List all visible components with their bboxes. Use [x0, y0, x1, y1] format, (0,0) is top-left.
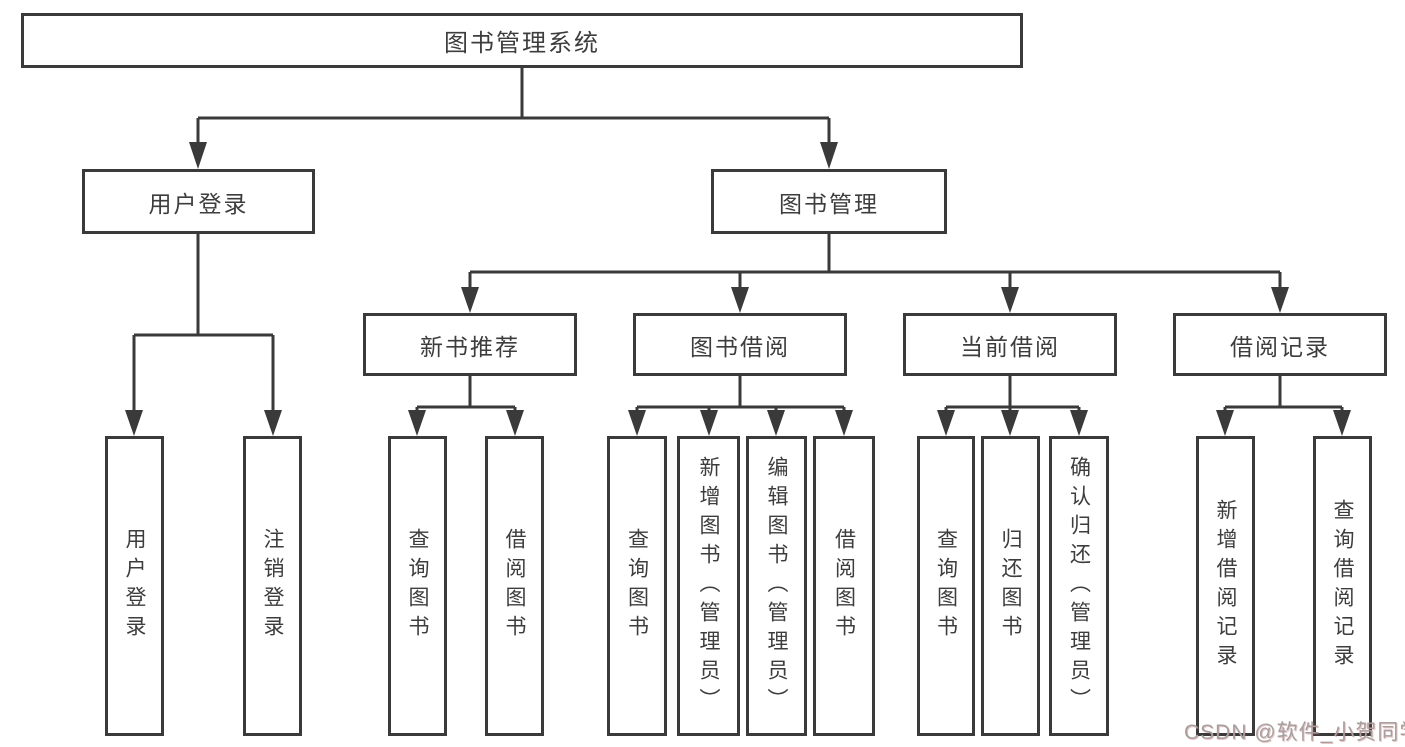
leaf-user-login: 用户登录 [105, 436, 164, 736]
node-new-book-recommend-label: 新书推荐 [420, 333, 520, 360]
node-borrow-records: 借阅记录 [1173, 313, 1387, 376]
node-borrow-records-label: 借阅记录 [1230, 333, 1330, 360]
leaf-bookborrow-borrow-books-label: 借阅图书 [832, 528, 856, 644]
leaf-newbook-query-books-label: 查询图书 [406, 528, 429, 644]
node-root-label: 图书管理系统 [444, 30, 600, 57]
node-book-borrow: 图书借阅 [633, 313, 847, 376]
leaf-current-return-books-label: 归还图书 [999, 528, 1022, 644]
node-user-login-label: 用户登录 [148, 190, 249, 217]
node-current-borrow-label: 当前借阅 [960, 333, 1060, 360]
leaf-records-query: 查询借阅记录 [1313, 436, 1372, 736]
node-new-book-recommend: 新书推荐 [363, 313, 577, 376]
leaf-current-confirm-return-label: 确认归还（管理员） [1067, 455, 1091, 717]
leaf-records-query-label: 查询借阅记录 [1331, 499, 1354, 673]
node-current-borrow: 当前借阅 [903, 313, 1117, 376]
leaf-bookborrow-query-books-label: 查询图书 [625, 528, 649, 644]
leaf-records-add-label: 新增借阅记录 [1214, 499, 1237, 673]
leaf-bookborrow-edit-books: 编辑图书（管理员） [746, 436, 807, 736]
leaf-current-return-books: 归还图书 [981, 436, 1040, 736]
leaf-logout-label: 注销登录 [261, 528, 284, 644]
leaf-bookborrow-edit-books-label: 编辑图书（管理员） [765, 455, 788, 717]
csdn-watermark: CSDN @软件_小贺同学 [1184, 721, 1405, 744]
leaf-records-add: 新增借阅记录 [1196, 436, 1255, 736]
node-book-borrow-label: 图书借阅 [690, 333, 790, 360]
leaf-bookborrow-query-books: 查询图书 [607, 436, 667, 736]
leaf-bookborrow-add-books-label: 新增图书（管理员） [697, 455, 720, 717]
leaf-current-query-books-label: 查询图书 [934, 528, 958, 644]
leaf-bookborrow-add-books: 新增图书（管理员） [677, 436, 740, 736]
node-user-login: 用户登录 [82, 169, 315, 234]
leaf-current-query-books: 查询图书 [917, 436, 975, 736]
node-book-management: 图书管理 [711, 169, 947, 234]
leaf-logout: 注销登录 [243, 436, 302, 736]
leaf-user-login-label: 用户登录 [123, 528, 146, 644]
leaf-current-confirm-return: 确认归还（管理员） [1049, 436, 1109, 736]
leaf-newbook-borrow-books: 借阅图书 [485, 436, 544, 736]
node-book-management-label: 图书管理 [779, 190, 879, 217]
leaf-newbook-borrow-books-label: 借阅图书 [503, 528, 526, 644]
leaf-newbook-query-books: 查询图书 [388, 436, 447, 736]
leaf-bookborrow-borrow-books: 借阅图书 [813, 436, 875, 736]
node-root: 图书管理系统 [21, 13, 1023, 68]
